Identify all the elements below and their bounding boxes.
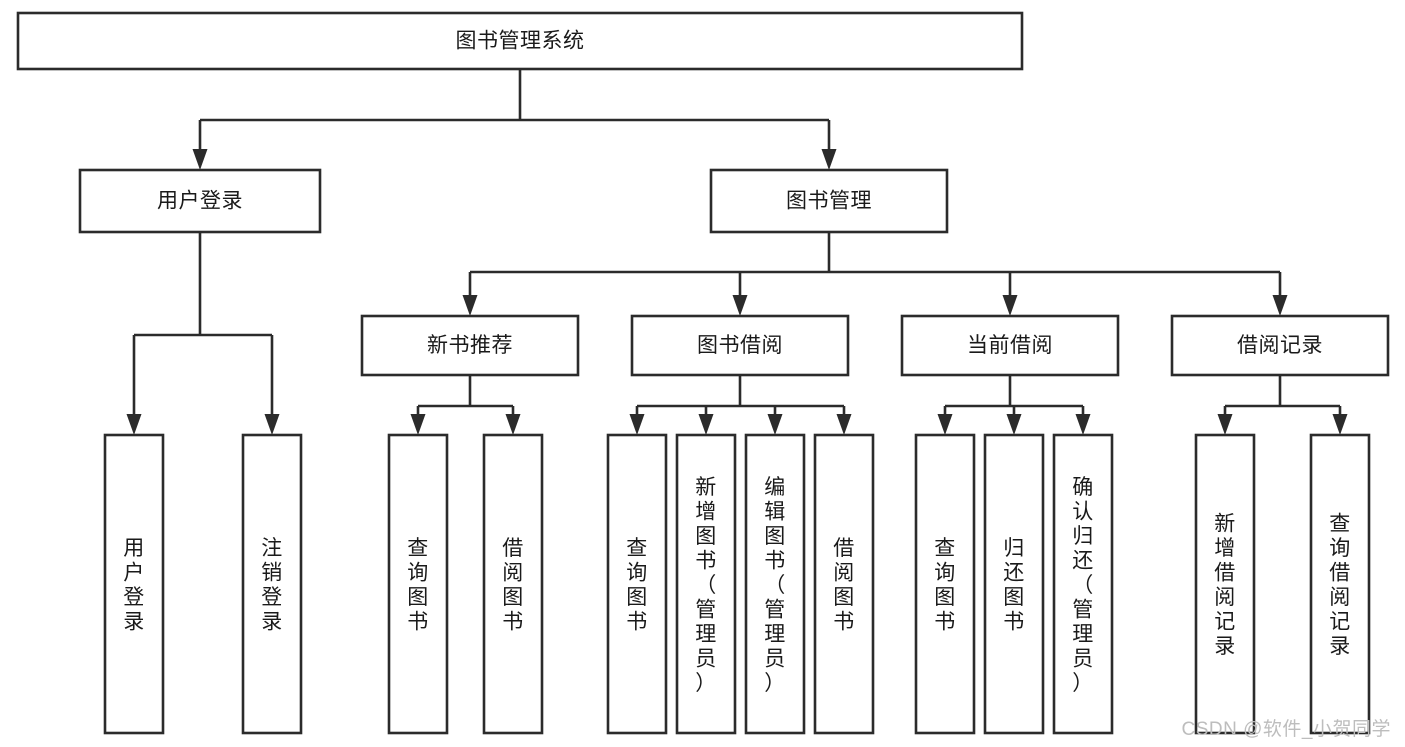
node-label: 图书管理 [786,190,872,213]
node-borrow-record[interactable]: 借阅记录 [1170,314,1390,377]
node-leaf-query-book-rec[interactable]: 查询图书 [387,433,449,735]
arrow-head-icon [192,149,208,170]
node-label: 用户登录 [123,537,145,634]
csdn-watermark: CSDN @软件_小贺同学 [1181,719,1391,740]
node-box[interactable] [744,433,806,735]
connector-group-book-borrow-to-leaves [629,375,852,435]
node-label: 查询图书 [626,537,648,634]
node-leaf-borrow-book[interactable]: 借阅图书 [813,433,875,735]
node-label: 查询借阅记录 [1329,513,1351,659]
node-box[interactable] [630,314,850,377]
node-box[interactable] [1194,433,1256,735]
arrow-head-icon [836,414,852,435]
arrow-head-icon [821,149,837,170]
node-user-login[interactable]: 用户登录 [78,168,322,234]
node-label: 借阅记录 [1237,334,1323,357]
connector-group-root-to-l2 [192,69,837,170]
arrow-head-icon [767,414,783,435]
arrow-head-icon [698,414,714,435]
node-root[interactable]: 图书管理系统 [16,11,1024,71]
node-leaf-query-record[interactable]: 查询借阅记录 [1309,433,1371,735]
arrow-head-icon [1002,295,1018,316]
node-leaf-confirm-return[interactable]: 确认归还（管理员） [1052,433,1114,735]
node-box[interactable] [387,433,449,735]
node-box[interactable] [1309,433,1371,735]
arrow-head-icon [264,414,280,435]
node-box[interactable] [1170,314,1390,377]
node-new-book-rec[interactable]: 新书推荐 [360,314,580,377]
arrow-head-icon [629,414,645,435]
node-label: 新增借阅记录 [1214,513,1236,659]
node-box[interactable] [1052,433,1114,735]
node-label: 新书推荐 [427,334,513,357]
arrow-head-icon [732,295,748,316]
connector-group-book-manage-to-l3 [462,232,1288,316]
node-book-manage[interactable]: 图书管理 [709,168,949,234]
node-leaf-query-book[interactable]: 查询图书 [606,433,668,735]
node-box[interactable] [606,433,668,735]
node-box[interactable] [103,433,165,735]
node-label: 借阅图书 [833,537,855,634]
node-layer: 图书管理系统用户登录图书管理新书推荐图书借阅当前借阅借阅记录用户登录注销登录查询… [16,11,1390,735]
connector-group-user-login-to-leaves [126,232,280,435]
arrow-head-icon [1272,295,1288,316]
arrow-head-icon [505,414,521,435]
node-label: 新增图书（管理员） [695,476,717,695]
node-box[interactable] [360,314,580,377]
node-box[interactable] [900,314,1120,377]
node-leaf-edit-book[interactable]: 编辑图书（管理员） [744,433,806,735]
node-box[interactable] [983,433,1045,735]
node-leaf-user-logout[interactable]: 注销登录 [241,433,303,735]
node-label: 图书借阅 [697,334,783,357]
connector-group-borrow-record-to-leaves [1217,375,1348,435]
node-label: 查询图书 [407,537,429,634]
node-label: 图书管理系统 [456,30,585,53]
node-leaf-add-book[interactable]: 新增图书（管理员） [675,433,737,735]
arrow-head-icon [1075,414,1091,435]
connector-layer [126,69,1348,435]
node-label: 编辑图书（管理员） [764,476,786,695]
arrow-head-icon [1217,414,1233,435]
node-label: 归还图书 [1003,537,1025,634]
node-leaf-add-record[interactable]: 新增借阅记录 [1194,433,1256,735]
node-label: 注销登录 [261,537,283,634]
node-box[interactable] [241,433,303,735]
arrow-head-icon [126,414,142,435]
arrow-head-icon [1332,414,1348,435]
arrow-head-icon [410,414,426,435]
arrow-head-icon [1006,414,1022,435]
node-book-borrow[interactable]: 图书借阅 [630,314,850,377]
node-leaf-query-book-cur[interactable]: 查询图书 [914,433,976,735]
node-leaf-return-book[interactable]: 归还图书 [983,433,1045,735]
node-label: 用户登录 [157,190,243,213]
node-label: 当前借阅 [967,334,1053,357]
node-label: 确认归还（管理员） [1072,476,1094,695]
node-box[interactable] [675,433,737,735]
node-label: 查询图书 [934,537,956,634]
node-box[interactable] [914,433,976,735]
node-box[interactable] [16,11,1024,71]
node-box[interactable] [709,168,949,234]
node-leaf-user-login[interactable]: 用户登录 [103,433,165,735]
arrow-head-icon [462,295,478,316]
node-current-borrow[interactable]: 当前借阅 [900,314,1120,377]
node-leaf-borrow-book-rec[interactable]: 借阅图书 [482,433,544,735]
arrow-head-icon [937,414,953,435]
connector-group-current-borrow-to-leaves [937,375,1091,435]
node-box[interactable] [813,433,875,735]
connector-group-new-book-rec-to-leaves [410,375,521,435]
node-box[interactable] [482,433,544,735]
node-label: 借阅图书 [502,537,524,634]
node-box[interactable] [78,168,322,234]
